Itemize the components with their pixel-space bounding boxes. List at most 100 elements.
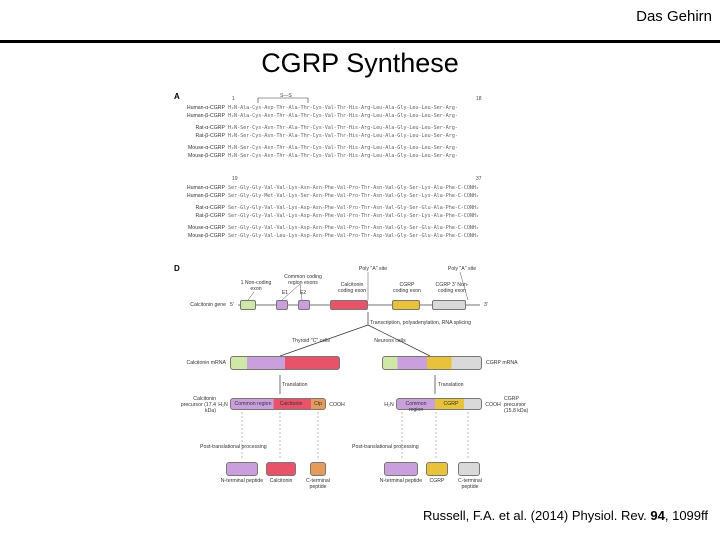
label-c-terminal-1: C-terminal peptide (306, 478, 330, 490)
translation-label-1: Translation (282, 382, 308, 388)
sequence-species-label: Mouse-α-CGRP (187, 225, 225, 231)
post-translational-label-1: Post-translational processing (200, 444, 267, 450)
sequence-species-label: Human-β-CGRP (186, 113, 225, 119)
translation-label-2: Translation (438, 382, 464, 388)
precursor-cgrp-box: CGRP (443, 401, 459, 407)
cgrp-mrna (382, 356, 482, 370)
header-label: Das Gehirn (636, 8, 712, 25)
residue-number-18: 18 (476, 96, 482, 102)
disulfide-bridge (257, 97, 309, 103)
label-calcitonin: Calcitonin (269, 478, 293, 484)
exon-e2-label: E2 (299, 290, 307, 296)
sequence-species-label: Human-α-CGRP (186, 105, 225, 111)
cgrp-precursor (396, 398, 482, 410)
cgrp-exon-label: CGRP coding exon (393, 282, 421, 294)
calcitonin-gene-label: Calcitonin gene (190, 302, 226, 308)
citation-volume: 94 (650, 508, 665, 523)
label-c-terminal-2: C-terminal peptide (458, 478, 482, 490)
precursor-ctp-box: Ctp (313, 401, 323, 407)
sequence-text: H₂N-Ser-Cys-Asn-Thr-Ala-Thr-Cys-Val-Thr-… (228, 145, 458, 151)
sequence-text: H₂N-Ser-Cys-Asn-Thr-Ala-Thr-Cys-Val-Thr-… (228, 133, 458, 139)
gene-calcitonin-exon (330, 300, 368, 310)
thyroid-c-cells-label: Thyroid "C" cells (292, 338, 330, 344)
sequence-species-label: Rat-β-CGRP (195, 133, 226, 139)
sequence-text: Ser-Gly-Gly-Val-Leu-Lys-Asp-Asn-Phe-Val-… (228, 233, 479, 239)
sequence-species-label: Mouse-β-CGRP (188, 233, 225, 239)
label-n-terminal-2: N-terminal peptide (379, 478, 423, 484)
gene-3prime-label: 3' (484, 302, 488, 308)
cgrp-mrna-label: CGRP mRNA (486, 360, 518, 366)
product-c-terminal-1 (310, 462, 326, 476)
gene-noncoding-exon (240, 300, 256, 310)
product-n-terminal-2 (384, 462, 418, 476)
disulfide-label: S—S (280, 93, 292, 99)
sequence-text: Ser-Gly-Gly-Val-Val-Lys-Asp-Asn-Phe-Val-… (228, 213, 479, 219)
calcitonin-exon-label: Calcitonin coding exon (338, 282, 366, 294)
precursor-cooh-2: COOH (485, 402, 501, 408)
noncoding-exon-label: 1 Non-coding exon (240, 280, 272, 292)
panel-a-label: A (174, 92, 180, 101)
residue-number-1: 1 (232, 96, 235, 102)
precursor-calcitonin-box: Calcitonin (279, 401, 303, 407)
precursor-h2n-1: H₂N (218, 402, 228, 408)
citation: Russell, F.A. et al. (2014) Physiol. Rev… (423, 508, 708, 523)
sequence-text: Ser-Gly-Gly-Val-Val-Lys-Asp-Asn-Phe-Val-… (228, 205, 479, 211)
precursor-h2n-2: H₂N (384, 402, 394, 408)
slide-title: CGRP Synthese (261, 48, 459, 78)
poly-a-site-1-label: Poly "A" site (358, 266, 388, 272)
sequence-text: Ser-Gly-Gly-Val-Val-Lys-Asn-Asn-Phe-Val-… (228, 185, 479, 191)
precursor-common-region-2: Common region (405, 401, 427, 413)
cgrp-precursor-label: CGRP precursor (15.8 kDa) (504, 396, 529, 414)
product-cgrp (426, 462, 448, 476)
product-c-terminal-2 (458, 462, 480, 476)
gene-5prime-label: 5' (230, 302, 234, 308)
precursor-cooh-1: COOH (329, 402, 345, 408)
sequence-text: H₂N-Ala-Cys-Asp-Thr-Ala-Thr-Cys-Val-Thr-… (228, 105, 458, 111)
panel-d-label: D (174, 264, 180, 273)
transcription-label: Transcription, polyadenylation, RNA spli… (370, 320, 472, 326)
product-n-terminal-1 (226, 462, 258, 476)
sequence-species-label: Human-α-CGRP (186, 185, 225, 191)
sequence-text: H₂N-Ser-Cys-Asn-Thr-Ala-Thr-Cys-Val-Thr-… (228, 153, 458, 159)
gene-cgrp-exon (392, 300, 420, 310)
common-exons-label: Common coding region exons (284, 274, 322, 286)
product-calcitonin (266, 462, 296, 476)
citation-authors: Russell, F.A. et al. (2014) Physiol. Rev… (423, 508, 651, 523)
gene-exon-e1 (276, 300, 288, 310)
post-translational-label-2: Post-translational processing (352, 444, 419, 450)
sequence-species-label: Mouse-β-CGRP (188, 153, 225, 159)
gene-cgrp-noncoding-exon (432, 300, 466, 310)
calcitonin-precursor (230, 398, 326, 410)
calcitonin-mrna-label: Calcitonin mRNA (186, 360, 227, 366)
poly-a-site-2-label: Poly "A" site (447, 266, 477, 272)
sequence-species-label: Rat-β-CGRP (195, 213, 226, 219)
cgrp-noncoding-label: CGRP 3' Non-coding exon (435, 282, 469, 294)
sequence-species-label: Mouse-α-CGRP (187, 145, 225, 151)
calcitonin-precursor-label: Calcitonin precursor (17.4 kDa) (180, 396, 216, 414)
calcitonin-mrna (230, 356, 340, 370)
exon-e1-label: E1 (281, 290, 289, 296)
citation-pages: , 1099ff (664, 508, 708, 523)
label-cgrp: CGRP (429, 478, 445, 484)
residue-number-19: 19 (232, 176, 238, 182)
sequence-text: H₂N-Ala-Cys-Asn-Thr-Ala-Thr-Cys-Val-Thr-… (228, 113, 458, 119)
precursor-common-region-1: Common region (234, 401, 272, 407)
sequence-text: Ser-Gly-Gly-Met-Val-Lys-Ser-Asn-Phe-Val-… (228, 193, 479, 199)
neurons-label: Neurons cells (374, 338, 406, 344)
sequence-species-label: Human-β-CGRP (186, 193, 225, 199)
sequence-text: H₂N-Ser-Cys-Asn-Thr-Ala-Thr-Cys-Val-Thr-… (228, 125, 458, 131)
sequence-species-label: Rat-α-CGRP (195, 125, 225, 131)
gene-exon-e2 (298, 300, 310, 310)
